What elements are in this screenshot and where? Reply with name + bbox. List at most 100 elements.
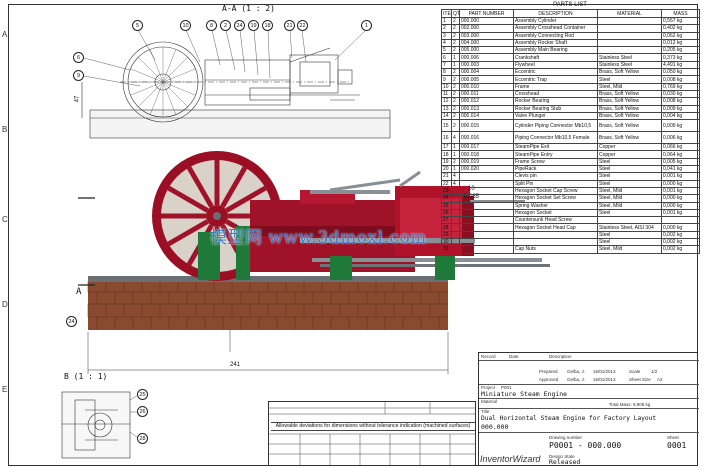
section-aa-view [81,29,391,139]
balloon-item: 24 [234,20,245,31]
material-cell [597,38,662,48]
mass-cell: 0,769 kg [661,82,700,91]
description-cell: Eccentric [513,68,598,77]
material-row: Material Total Mass: 8,908 kg [479,399,699,409]
part-number-cell [459,216,514,225]
part-number-cell: 000.020 [459,165,514,174]
qty-cell [451,230,460,240]
material-cell: Brass, Soft Yellow [597,97,662,106]
description-cell: Assembly Main Bearing [513,46,598,55]
item-cell: 1 [441,16,452,26]
part-number-cell [459,172,514,181]
item-cell: 17 [441,143,452,152]
item-cell: 19 [441,157,452,167]
project-code: P001 [501,385,512,390]
col-mass: MASS [661,9,700,18]
balloon-item: 9 [73,70,84,81]
material-cell: Steel [597,230,662,240]
qty-cell: 2 [451,104,460,113]
item-cell: 27 [441,216,452,225]
material-cell: Brass, Soft Yellow [597,131,662,145]
balloon-item: 5 [132,20,143,31]
dimension-241-text: 241 [230,362,241,368]
description-cell: Assembly Connecting Rod [513,31,598,40]
material-cell [597,216,662,225]
status-label: Design State [549,454,575,459]
mass-cell [661,216,700,225]
mass-cell: 0,008 kg [661,75,700,84]
inventorwizard-logo: InventorWizard [480,454,541,464]
qty-cell: 4 [451,131,460,145]
project-name: Miniature Steam Engine [481,390,568,398]
col-material: MATERIAL [597,9,662,18]
mass-cell: 0,008 kg [661,97,700,106]
flywheel-spoke [220,166,248,208]
balloon-item: 10 [180,20,191,31]
mass-cell: 0,373 kg [661,53,700,62]
description-cell: Hexagon Socket Cap Screw [513,186,598,196]
part-number-cell [459,179,514,188]
qty-cell: 2 [451,97,460,106]
description-cell: Crankshaft [513,53,598,62]
total-mass: Total Mass: 8,908 kg [609,402,651,407]
col-qty: QTY [451,9,460,18]
title-label: Title [481,409,490,414]
part-number-cell: 000.016 [459,131,514,145]
part-number-cell: 005.000 [459,46,514,55]
item-cell: 28 [441,223,452,232]
item-cell: 29 [441,230,452,240]
balloon-item: 26 [137,406,148,417]
balloon-item: 19 [248,20,259,31]
qty-cell: 2 [451,82,460,91]
sheet-size-value: A2 [657,377,663,382]
material-cell: Steel [597,75,662,84]
description-label: Description [549,354,572,359]
description-cell: Cap Nuts [513,245,598,254]
part-number-cell [459,186,514,196]
parts-list-header: ITEM QTY PART NUMBER DESCRIPTION MATERIA… [441,9,700,18]
material-cell: Steel, Mild [597,82,662,91]
qty-cell [451,186,460,196]
material-cell: Steel [597,237,662,247]
item-cell: 5 [441,46,452,55]
material-cell: Steel, Mild [597,186,662,196]
part-number-cell: 000.014 [459,111,514,121]
material-cell: Brass, Soft Yellow [597,104,662,113]
mass-cell: 0,012 kg [661,38,700,48]
flywheel-spoke [167,185,209,213]
part-number-cell [459,245,514,254]
part-number-cell: 000.019 [459,157,514,167]
item-cell: 13 [441,104,452,113]
description-cell: Eccentric Trap [513,75,598,84]
title-row: Title Dual Horizontal Steam Engine for F… [479,409,699,433]
qty-cell: 2 [451,119,460,133]
qty-cell [451,245,460,254]
item-cell: 14 [441,111,452,121]
item-cell: 24 [441,194,452,203]
col-description: DESCRIPTION [513,9,598,18]
part-number-cell [459,223,514,232]
parts-list-row: 27 Countersunk Head Screw [441,216,700,225]
description-cell: Frame [513,82,598,91]
qty-cell: 4 [451,179,460,188]
col-item: ITEM [441,9,452,18]
item-cell: 15 [441,119,452,133]
mass-cell: 0,064 kg [661,150,700,159]
description-cell: Countersunk Head Screw [513,216,598,225]
part-number-cell: 000.018 [459,150,514,159]
project-row: Project P001 Miniature Steam Engine [479,385,699,399]
description-cell: Cylinder Piping Connector Mb10,5 [513,119,598,133]
qty-cell [451,237,460,247]
drawing-number: P0001 - 000.000 [549,441,622,450]
item-cell: 11 [441,89,452,99]
